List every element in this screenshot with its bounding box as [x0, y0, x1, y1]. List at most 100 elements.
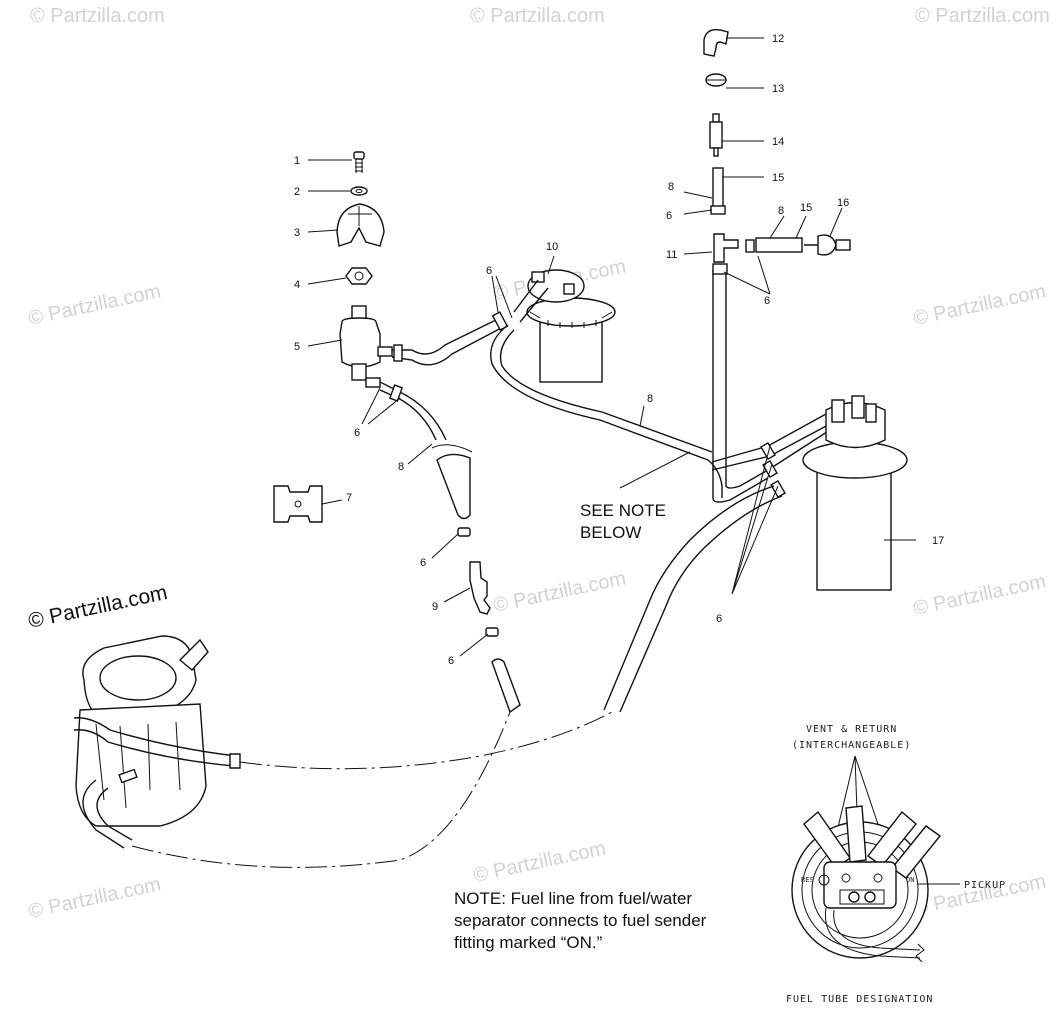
hose-break-line-top: [431, 444, 473, 453]
filter-bottom-fitting: [351, 363, 367, 381]
callout-6-filter: 6: [354, 427, 360, 439]
hose-clamp-filter: [393, 344, 403, 362]
hose-vertical-b: [725, 270, 769, 489]
nut: [345, 267, 373, 285]
watermark-bottom-center: © Partzilla.com: [471, 837, 607, 887]
note-line-3: fitting marked “ON.”: [454, 933, 603, 952]
note-line-2: separator connects to fuel sender: [454, 911, 707, 930]
callout-12: 12: [772, 33, 784, 45]
leader-10: [547, 255, 555, 275]
leaders-vent-top: [722, 37, 764, 178]
watermark-top-left: © Partzilla.com: [30, 5, 165, 27]
hose-connector: [469, 561, 491, 615]
filter-bracket: [336, 203, 385, 247]
long-hoses: [490, 270, 831, 713]
horizontal-tube: [755, 237, 803, 253]
carb-body-ribs: [95, 721, 181, 809]
watermark-top-center: © Partzilla.com: [470, 5, 605, 27]
callout-2: 2: [294, 186, 300, 198]
leader-lines: [307, 37, 916, 657]
filter-stack: [336, 151, 393, 388]
inset-plate: [823, 861, 897, 909]
washer-hole: [355, 189, 363, 193]
filter-body: [339, 317, 381, 368]
watermark-main: © Partzilla.com: [26, 581, 169, 633]
washer: [350, 186, 368, 196]
inset-wire-break: [915, 943, 925, 963]
callout-7: 7: [346, 492, 352, 504]
hose-vertical-a: [712, 270, 769, 503]
inset-res-marker: [818, 874, 830, 886]
vent-fitting-body: [709, 121, 723, 149]
see-note-label: SEE NOTE BELOW: [580, 501, 666, 542]
clamp-sender-a: [760, 441, 776, 461]
carb-body: [75, 703, 207, 827]
leader-7: [321, 499, 343, 505]
leaders-vent-left: [683, 191, 713, 255]
callout-6-b: 6: [448, 655, 454, 667]
callout-numbers: 1 2 3 4 5 6 6 7 8 6 9 6 10 6 8 8 6 11 6 …: [294, 33, 944, 667]
callout-10: 10: [546, 241, 558, 253]
watermark-top-right: © Partzilla.com: [915, 5, 1050, 27]
callout-6-separator: 6: [486, 265, 492, 277]
left-hoses: [379, 311, 521, 714]
separator-fitting-b: [563, 283, 575, 295]
inset-vent-line-2: (INTERCHANGEABLE): [792, 740, 911, 751]
separator-bowl: [539, 319, 603, 383]
fuel-tube-designation-inset: VENT & RETURN (INTERCHANGEABLE) RES ON P…: [786, 724, 1005, 1005]
callout-17: 17: [932, 535, 944, 547]
clamp-6-b: [485, 627, 499, 637]
carb-hose-a: [73, 717, 237, 757]
leader-9: [443, 587, 471, 603]
screw-thread: [355, 159, 363, 173]
leaders-left-stack: [307, 159, 352, 347]
leader-8-left: [407, 443, 433, 465]
inset-wire-b: [833, 909, 921, 951]
hose-filter-to-separator-a: [392, 317, 501, 355]
carb-lower-hose-b: [96, 787, 133, 841]
callout-15-horizontal: 15: [800, 202, 812, 214]
filter-outlet-nipple: [377, 346, 393, 357]
callout-5: 5: [294, 341, 300, 353]
separator-fitting-a: [531, 271, 545, 283]
hose-8-long-a: [490, 324, 723, 498]
callout-8-middle: 8: [647, 393, 653, 405]
fuel-water-separator: [513, 269, 616, 383]
leader-8-middle: [639, 405, 645, 427]
tee-fitting: [713, 233, 739, 263]
vent-assembly: [703, 29, 851, 275]
leader-8-see-note: [619, 451, 691, 489]
inset-terminal-block: [839, 889, 885, 905]
fuel-sender: [802, 395, 908, 591]
inset-tube-pickup: [890, 825, 942, 879]
screw-head: [353, 151, 365, 160]
hose-broken-section: [436, 453, 471, 520]
inset-caption: FUEL TUBE DESIGNATION: [786, 994, 933, 1005]
callout-6-sender: 6: [716, 613, 722, 625]
carburetor: [73, 635, 241, 849]
inset-wire-a: [824, 907, 921, 959]
carb-hose-end: [229, 753, 241, 769]
hose-filter-to-separator-b: [391, 325, 506, 366]
vent-elbow: [703, 29, 729, 57]
watermark-bottom-right: © Partzilla.com: [911, 870, 1047, 920]
note-line-1: NOTE: Fuel line from fuel/water: [454, 889, 692, 908]
inset-screw-left: [841, 873, 851, 883]
continuation-line-upper: [239, 711, 613, 770]
hose-clip-body: [273, 485, 323, 523]
see-note-line-2: BELOW: [580, 523, 641, 542]
filter-bracket-detail: [348, 206, 372, 226]
inset-tube-middle: [845, 805, 867, 863]
separator-inlet-a: [513, 279, 539, 313]
tee-clamp: [712, 263, 728, 275]
separator-inlet-b: [519, 287, 549, 323]
sender-tube: [816, 469, 892, 591]
leader-6-a: [431, 533, 459, 559]
vent-fitting-tip: [712, 113, 720, 123]
horizontal-valve: [804, 234, 837, 256]
hose-to-sender-c: [767, 429, 831, 471]
carb-lever: [178, 638, 209, 671]
callout-6-vent: 6: [666, 210, 672, 222]
watermark-center-low: © Partzilla.com: [491, 567, 627, 617]
